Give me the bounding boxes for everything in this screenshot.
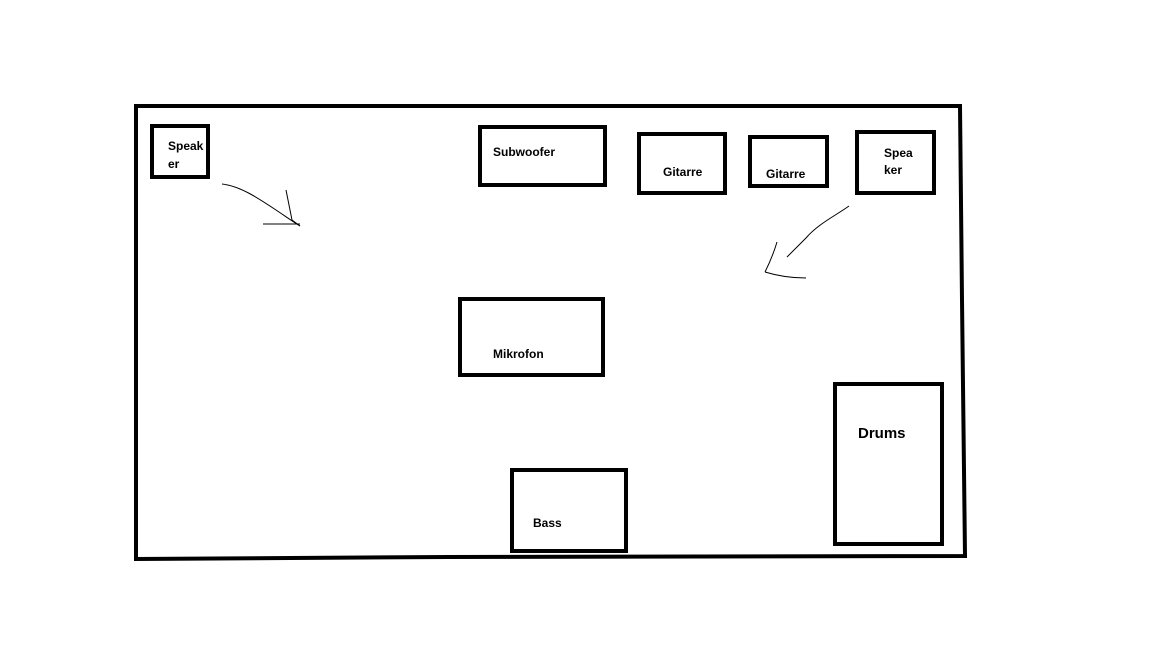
gitarre-1-label: Gitarre: [663, 165, 703, 179]
bass-label: Bass: [533, 516, 562, 530]
box-gitarre-1: Gitarre: [637, 132, 727, 195]
box-speaker-left: Speak er: [150, 124, 210, 179]
arrow-left: [221, 183, 301, 227]
speaker-left-label-line1: Speak: [168, 139, 204, 153]
box-bass: Bass: [510, 468, 628, 553]
mikrofon-label: Mikrofon: [493, 347, 544, 361]
drums-label: Drums: [858, 425, 906, 442]
box-subwoofer: Subwoofer: [478, 125, 607, 187]
speaker-right-label-line2: ker: [884, 163, 902, 177]
box-speaker-right: Spea ker: [855, 130, 936, 195]
speaker-left-label-line2: er: [168, 157, 180, 171]
box-mikrofon: Mikrofon: [458, 297, 605, 377]
speaker-right-label-line1: Spea: [884, 146, 913, 160]
gitarre-2-label: Gitarre: [766, 167, 806, 181]
box-gitarre-2: Gitarre: [748, 135, 829, 188]
room-outline: [134, 104, 968, 562]
subwoofer-label: Subwoofer: [493, 145, 555, 159]
box-drums: Drums: [833, 382, 944, 546]
arrow-right: [764, 205, 850, 279]
